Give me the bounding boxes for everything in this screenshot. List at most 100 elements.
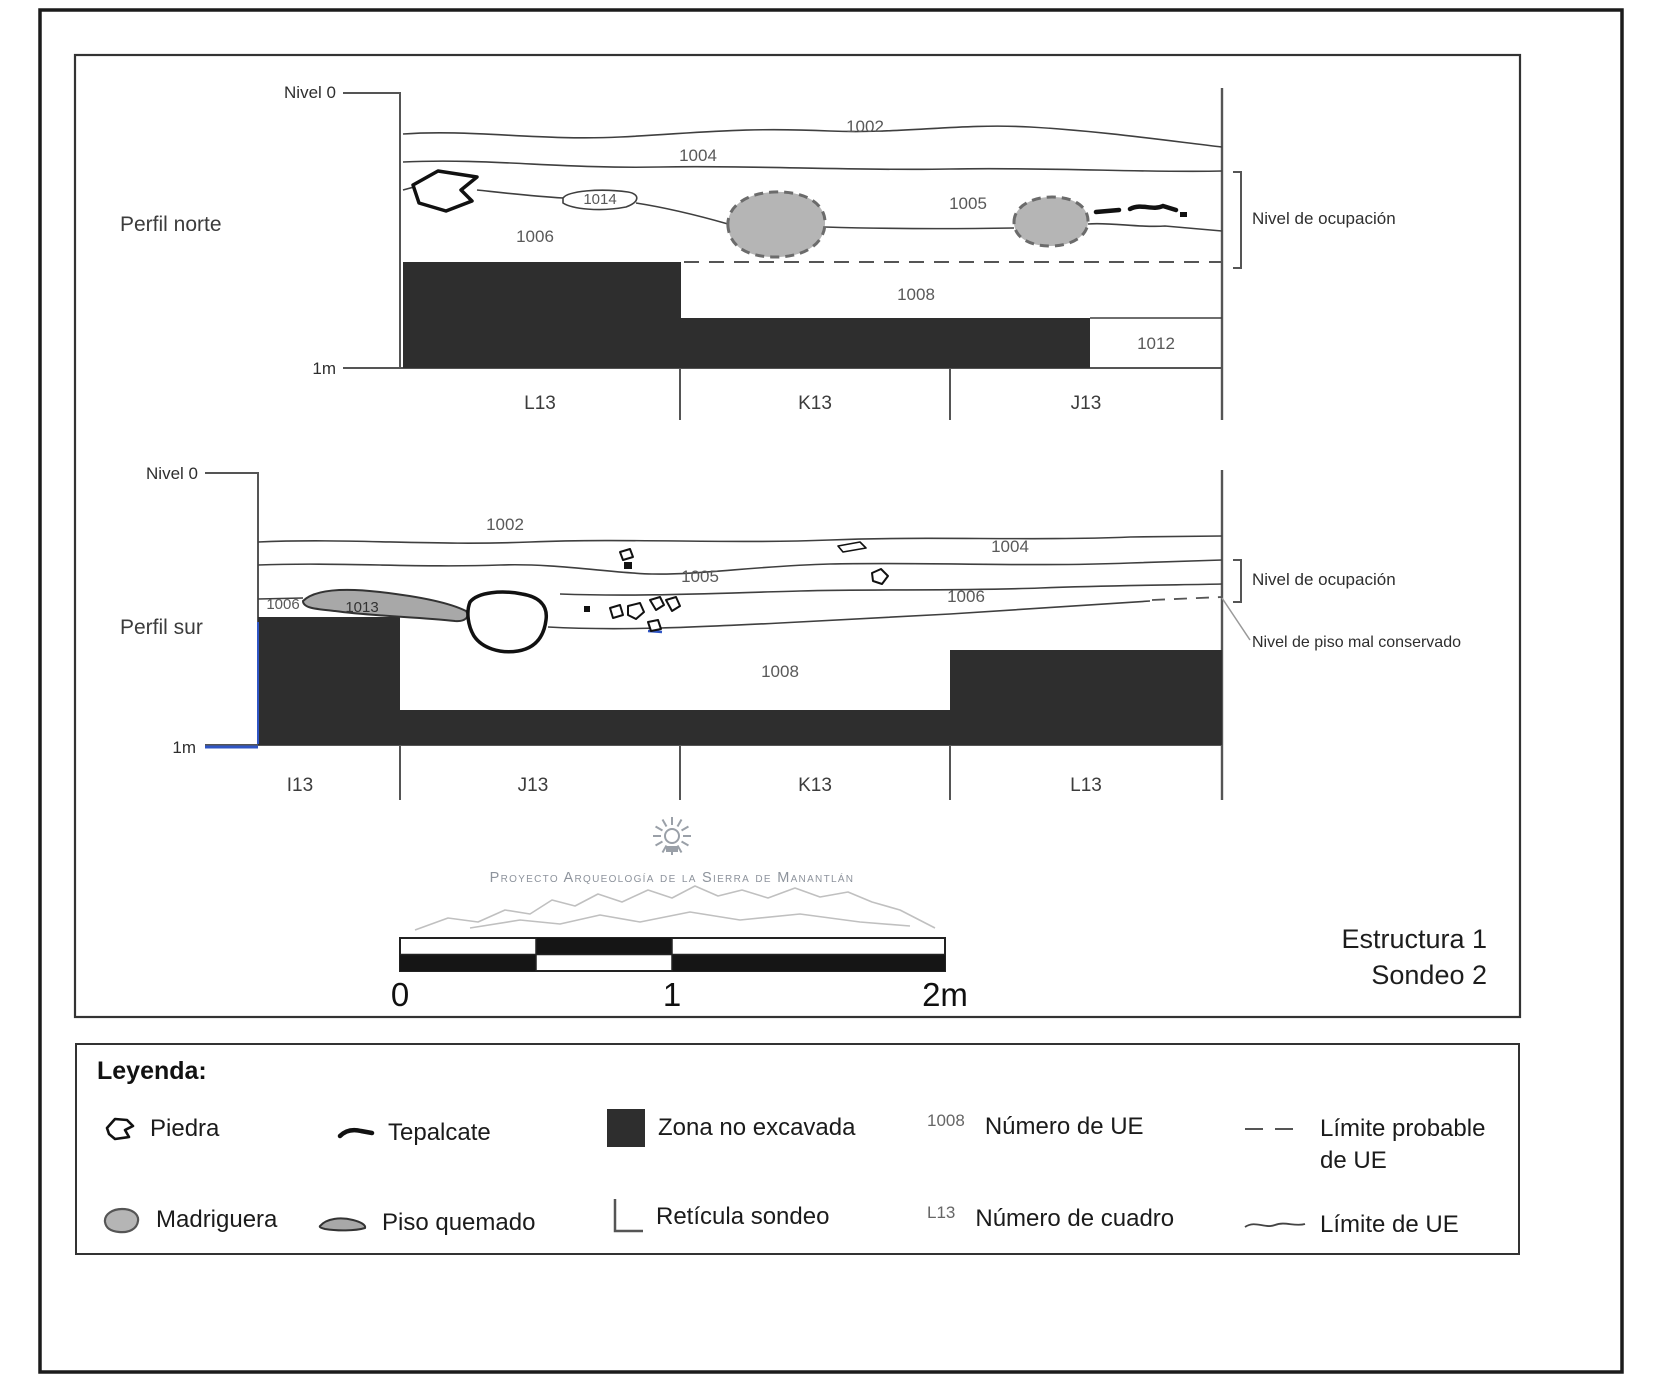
mountain-silhouette-1 <box>414 885 936 931</box>
footer-area: Proyecto Arqueología de la Sierra de Man… <box>391 817 1487 1013</box>
scale-label-2m: 2m <box>922 976 968 1013</box>
north-madriguera-2 <box>1012 195 1090 248</box>
ue-label-n1005: 1005 <box>949 194 987 213</box>
legend-item-madriguera: Madriguera <box>99 1205 277 1235</box>
legend-title: Leyenda: <box>97 1057 207 1085</box>
legend-item-numero-ue: 1008 Número de UE <box>927 1111 1144 1141</box>
north-grid-K13: K13 <box>798 393 832 414</box>
legend-item-piedra: Piedra <box>103 1115 219 1143</box>
north-tepalcate-1 <box>1093 207 1122 215</box>
north-stratum-mid-c <box>824 226 1015 230</box>
legend-item-tepalcate: Tepalcate <box>337 1119 491 1147</box>
south-grid-J13: J13 <box>518 775 549 796</box>
reticula-sondeo-icon <box>613 1199 643 1233</box>
north-occupation-label: Nivel de ocupación <box>1252 209 1396 228</box>
piso-quemado-icon <box>318 1217 367 1232</box>
caption-estructura: Estructura 1 <box>1341 924 1487 954</box>
scale-label-0: 0 <box>391 976 409 1013</box>
north-profile: Perfil norte Nivel 0 1m N <box>120 83 1396 420</box>
north-stratum-mid-b <box>635 202 729 225</box>
limite-probable-line2: de UE <box>1320 1147 1387 1175</box>
ue-label-s1013: 1013 <box>345 599 378 616</box>
legend-panel: Leyenda: Piedra Tepalcate Zona no excava… <box>75 1043 1520 1255</box>
legend-label-limite-probable: Límite probable de UE <box>1320 1113 1485 1178</box>
south-unexcavated-zone <box>258 617 1222 745</box>
north-tepalcate-3 <box>1180 212 1187 217</box>
ue-label-s1008: 1008 <box>761 662 799 681</box>
legend-label-piedra: Piedra <box>150 1115 220 1142</box>
north-stratum-mid-d <box>1087 222 1223 232</box>
south-occupation-label: Nivel de ocupación <box>1252 570 1396 589</box>
north-stone <box>411 169 479 213</box>
legend-item-reticula: Retícula sondeo <box>607 1195 829 1239</box>
north-tepalcate-2 <box>1127 203 1179 213</box>
north-occupation-bracket <box>1233 171 1242 269</box>
limite-probable-icon <box>1245 1128 1305 1130</box>
south-small-stones <box>584 541 889 632</box>
south-grid-K13: K13 <box>798 775 832 796</box>
ue-label-n1014: 1014 <box>583 191 616 208</box>
south-floor-note-leader <box>1221 597 1251 641</box>
south-grid-I13: I13 <box>287 775 313 796</box>
project-logo-sun-icon <box>653 817 691 855</box>
legend-label-madriguera: Madriguera <box>156 1206 278 1233</box>
north-grid-J13: J13 <box>1071 393 1102 414</box>
south-large-stone <box>466 590 549 654</box>
ue-label-s1006-left: 1006 <box>266 596 299 613</box>
south-stratum-1002 <box>257 535 1223 544</box>
zona-no-excavada-swatch <box>607 1109 645 1147</box>
legend-label-reticula: Retícula sondeo <box>656 1203 830 1230</box>
south-1m-label: 1m <box>172 738 196 757</box>
legend-item-limite-ue: Límite de UE <box>1243 1211 1459 1239</box>
piedra-icon <box>105 1117 135 1141</box>
south-nivel0-label: Nivel 0 <box>146 464 198 483</box>
north-unexcavated-zone <box>403 262 1090 368</box>
madriguera-icon <box>103 1207 140 1234</box>
legend-label-limite-ue: Límite de UE <box>1320 1211 1459 1238</box>
ue-label-n1012: 1012 <box>1137 334 1175 353</box>
north-nivel0-reticle <box>343 92 401 368</box>
south-profile: Perfil sur Nivel 0 1m <box>120 464 1461 800</box>
scale-bar <box>399 937 946 972</box>
limite-probable-line1: Límite probable <box>1320 1115 1486 1142</box>
ue-label-n1004: 1004 <box>679 146 717 165</box>
north-grid-L13: L13 <box>524 393 556 414</box>
legend-label-numero-ue: Número de UE <box>984 1113 1144 1140</box>
legend-item-numero-cuadro: L13 Número de cuadro <box>927 1203 1175 1233</box>
ue-label-s1006-right: 1006 <box>947 587 985 606</box>
ue-label-n1002: 1002 <box>846 117 884 136</box>
south-stratum-1004 <box>257 559 1223 575</box>
south-stratum-1005 <box>559 583 1223 596</box>
north-lens-1014 <box>562 189 638 211</box>
north-stratum-1002 <box>402 125 1223 148</box>
south-profile-title: Perfil sur <box>120 616 203 639</box>
south-stratum-1006-left <box>257 597 304 600</box>
ue-label-s1004: 1004 <box>991 537 1029 556</box>
north-madriguera-1 <box>726 190 827 259</box>
north-stratum-mid-a <box>476 189 564 199</box>
south-grid-L13: L13 <box>1070 775 1102 796</box>
ue-label-s1002: 1002 <box>486 515 524 534</box>
main-panel-frame <box>73 53 1522 1019</box>
cuadro-number-sample: L13 <box>927 1203 956 1222</box>
outer-frame <box>38 8 1624 1374</box>
north-profile-title: Perfil norte <box>120 213 222 236</box>
ue-label-s1005: 1005 <box>681 567 719 586</box>
mountain-silhouette-2 <box>469 911 911 929</box>
scale-label-1: 1 <box>663 976 681 1013</box>
legend-item-piso-quemado: Piso quemado <box>317 1209 535 1237</box>
north-stratum-1004 <box>402 160 1223 173</box>
legend-item-zona: Zona no excavada <box>607 1109 855 1147</box>
legend-label-piso-quemado: Piso quemado <box>382 1209 536 1236</box>
ue-label-n1008: 1008 <box>897 285 935 304</box>
ue-label-n1006: 1006 <box>516 227 554 246</box>
south-occupation-bracket <box>1233 559 1242 603</box>
north-1m-label: 1m <box>312 359 336 378</box>
caption-sondeo: Sondeo 2 <box>1371 960 1487 990</box>
south-probable-limit <box>1151 596 1223 601</box>
north-nivel0-label: Nivel 0 <box>284 83 336 102</box>
legend-label-numero-cuadro: Número de cuadro <box>975 1205 1175 1232</box>
limite-ue-icon <box>1244 1222 1306 1228</box>
south-floor-note-label: Nivel de piso mal conservado <box>1252 634 1461 651</box>
